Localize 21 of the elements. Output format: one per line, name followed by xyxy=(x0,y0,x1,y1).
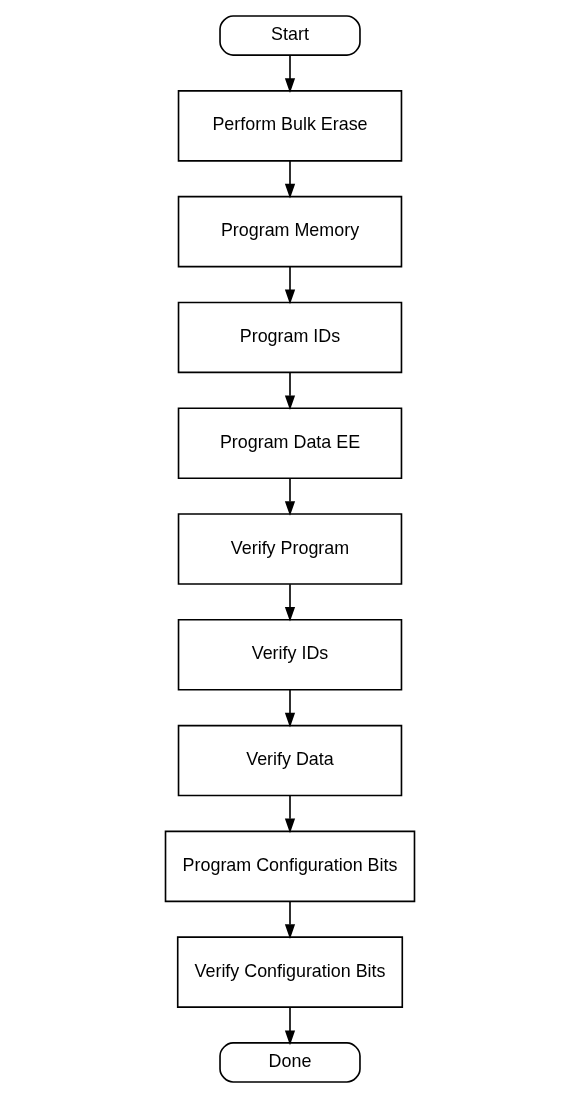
arrow xyxy=(284,371,295,411)
arrow xyxy=(284,1006,295,1046)
node-box: Done xyxy=(218,1042,361,1083)
arrow xyxy=(284,160,295,199)
node-box: Program Data EE xyxy=(177,407,402,480)
node-box: Program IDs xyxy=(177,301,402,374)
node-box: Start xyxy=(218,15,361,56)
node-box: Verify Program xyxy=(177,513,402,585)
arrow xyxy=(284,583,295,622)
arrow xyxy=(284,689,295,728)
node-box: Program Configuration Bits xyxy=(164,830,415,903)
node-box: Verify Data xyxy=(177,724,402,797)
node-box: Program Memory xyxy=(177,195,402,268)
arrow xyxy=(284,54,295,93)
arrow xyxy=(284,794,295,834)
arrow xyxy=(284,477,295,516)
node-box: Verify IDs xyxy=(177,618,402,691)
node-box: Verify Configuration Bits xyxy=(176,936,403,1008)
node-box: Perform Bulk Erase xyxy=(177,90,402,162)
arrow xyxy=(284,266,295,305)
arrow xyxy=(284,900,295,939)
